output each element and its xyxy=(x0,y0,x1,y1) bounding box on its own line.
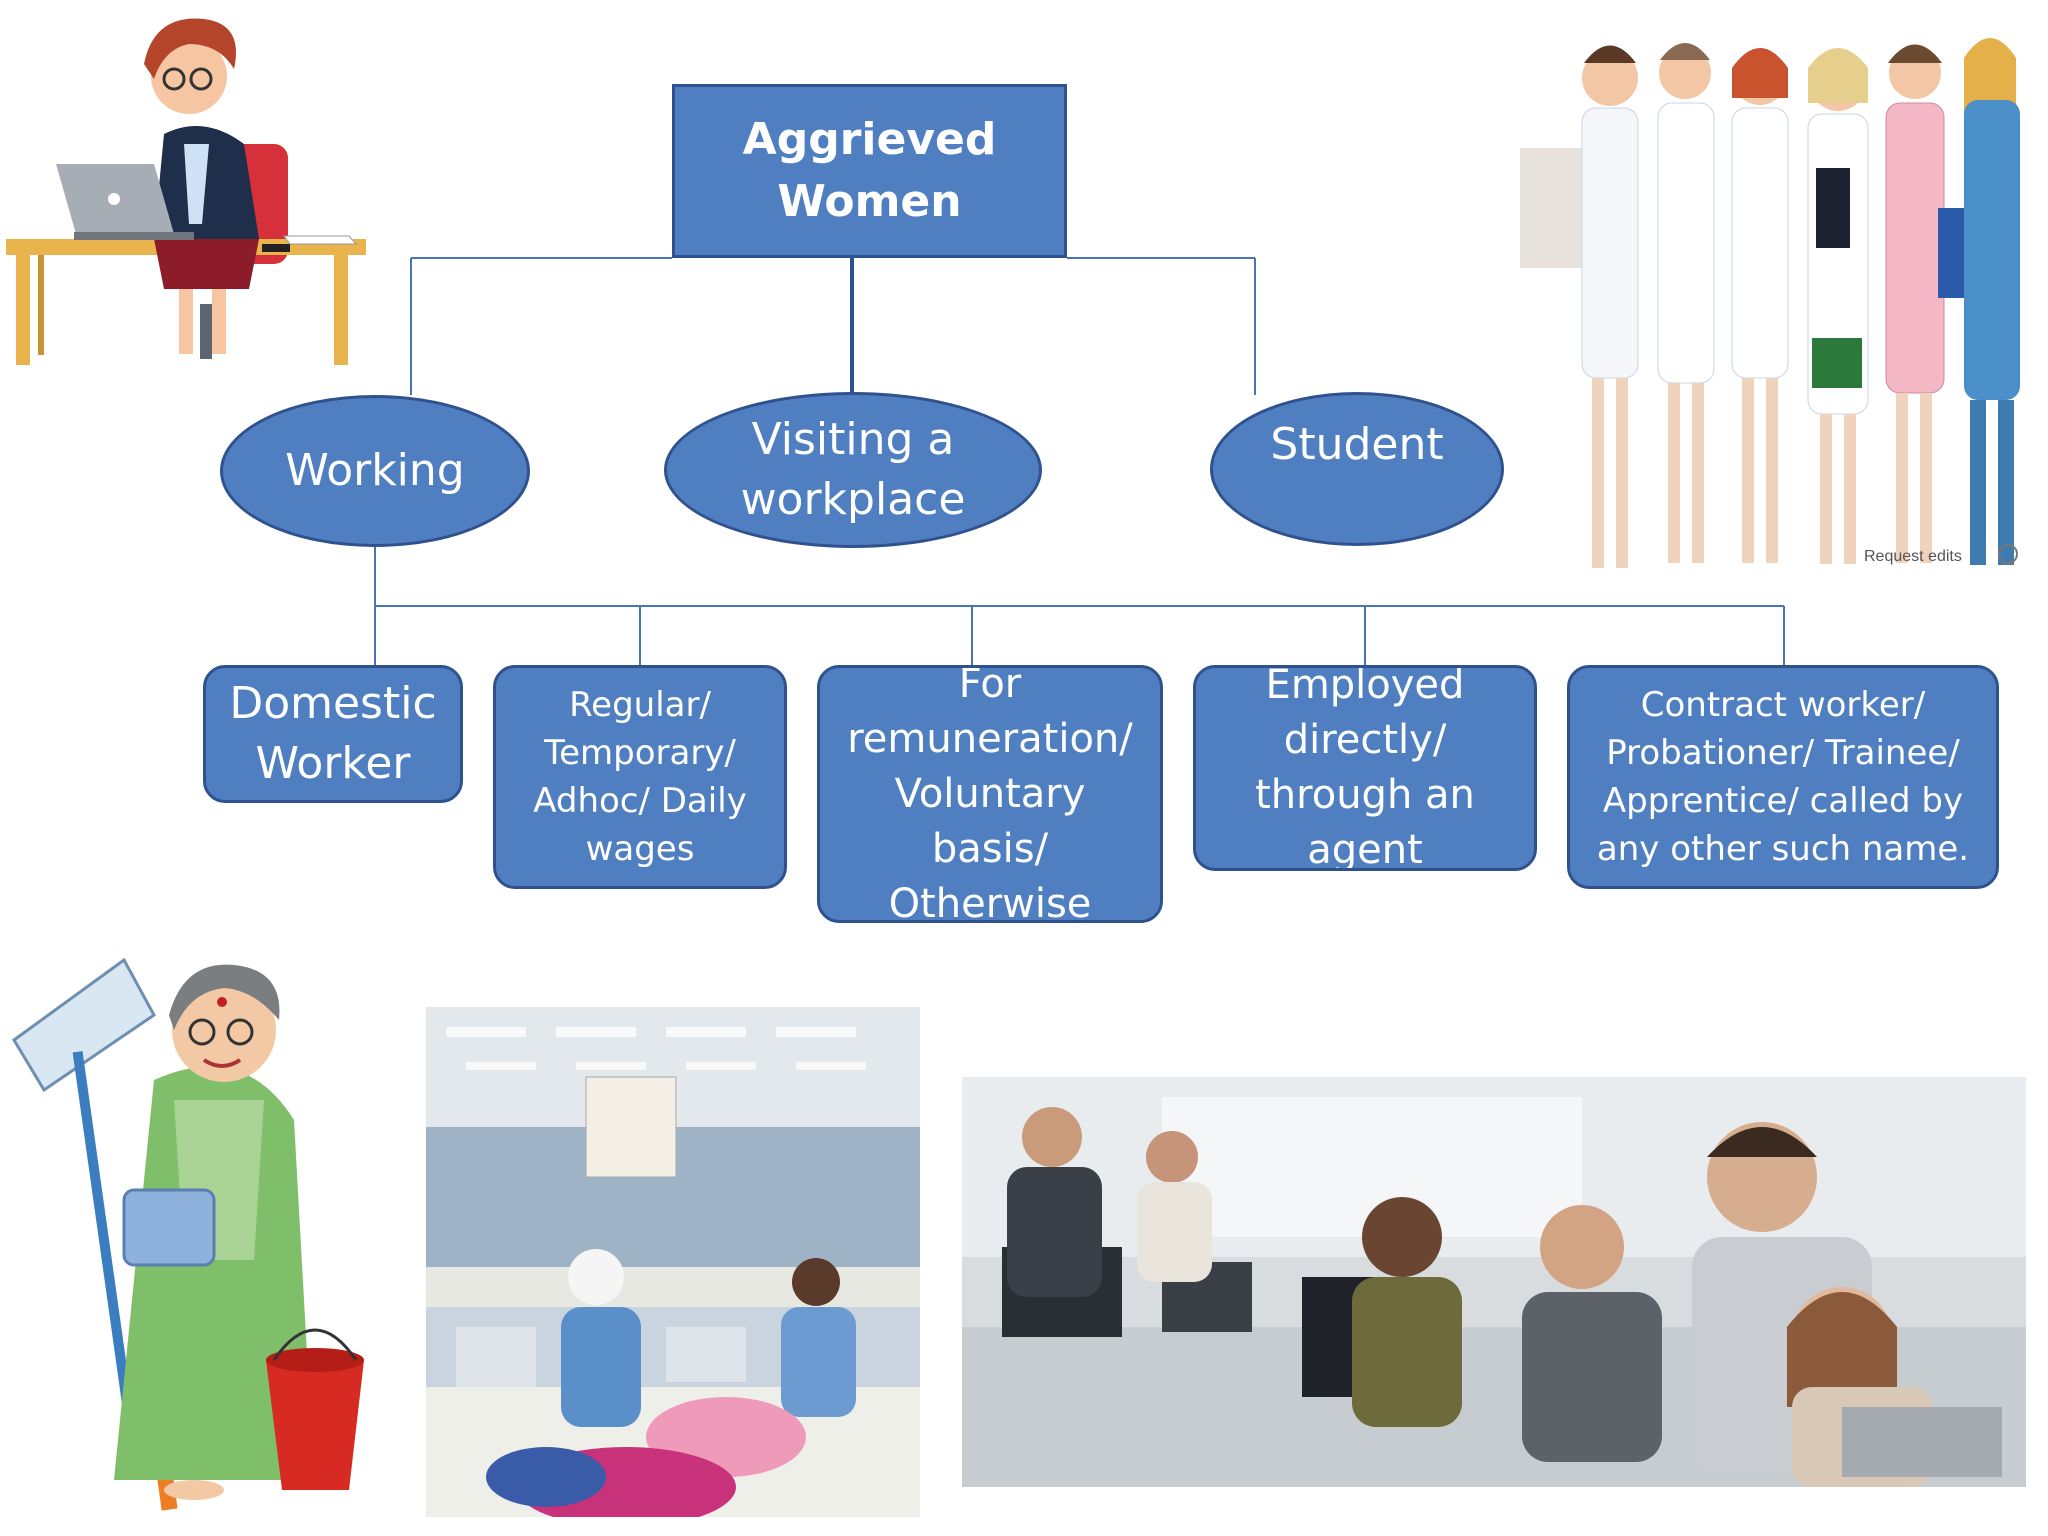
request-edits-label[interactable]: Request edits xyxy=(1864,548,1962,565)
type-label-line-1: Employed xyxy=(1265,665,1465,708)
category-student: Student xyxy=(1210,392,1504,546)
root-label-line-2: Women xyxy=(777,176,962,227)
type-label-line-5: Otherwise xyxy=(888,880,1092,923)
type-label-line-1: Contract worker/ xyxy=(1640,685,1926,725)
office-team-photo xyxy=(962,1077,2026,1487)
type-label-line-2: Probationer/ Trainee/ xyxy=(1606,733,1960,773)
type-label-line-3: Voluntary xyxy=(894,770,1086,817)
type-label-line-3: through an xyxy=(1255,772,1475,818)
type-label-line-3: Adhoc/ Daily xyxy=(533,781,747,821)
category-label: Student xyxy=(1270,419,1444,470)
type-label-line-4: any other such name. xyxy=(1596,829,1970,869)
type-label-line-1: Domestic xyxy=(229,678,437,729)
root-node-aggrieved-women: Aggrieved Women xyxy=(672,84,1067,258)
type-label-line-2: directly/ xyxy=(1283,717,1447,763)
type-domestic-worker: Domestic Worker xyxy=(203,665,463,803)
type-remuneration-voluntary: For remuneration/ Voluntary basis/ Other… xyxy=(817,665,1163,923)
type-label-line-2: remuneration/ xyxy=(847,715,1133,762)
office-woman-illustration xyxy=(4,4,372,368)
garment-factory-photo xyxy=(426,1007,920,1517)
zoom-icon[interactable] xyxy=(1998,544,2018,564)
type-label-line-1: Regular/ xyxy=(569,685,711,725)
type-regular-temporary: Regular/ Temporary/ Adhoc/ Daily wages xyxy=(493,665,787,889)
type-label-line-2: Temporary/ xyxy=(544,733,736,773)
type-label-line-1: For xyxy=(958,665,1022,707)
type-employed-directly: Employed directly/ through an agent xyxy=(1193,665,1537,871)
type-label-line-4: wages xyxy=(585,829,695,869)
domestic-worker-illustration xyxy=(4,920,424,1532)
category-visiting-workplace: Visiting a workplace xyxy=(664,392,1042,548)
category-label-line-2: workplace xyxy=(740,474,966,525)
category-label-line-1: Visiting a xyxy=(751,414,955,465)
type-label-line-3: Apprentice/ called by xyxy=(1602,781,1964,821)
type-label-line-4: agent xyxy=(1307,827,1423,871)
category-working: Working xyxy=(220,395,530,547)
category-label: Working xyxy=(285,445,465,496)
type-label-line-2: Worker xyxy=(255,738,411,789)
type-contract-worker: Contract worker/ Probationer/ Trainee/ A… xyxy=(1567,665,1999,889)
root-label-line-1: Aggrieved xyxy=(742,114,997,165)
type-label-line-4: basis/ xyxy=(931,825,1049,872)
women-professionals-illustration: Request edits xyxy=(1520,8,2028,584)
